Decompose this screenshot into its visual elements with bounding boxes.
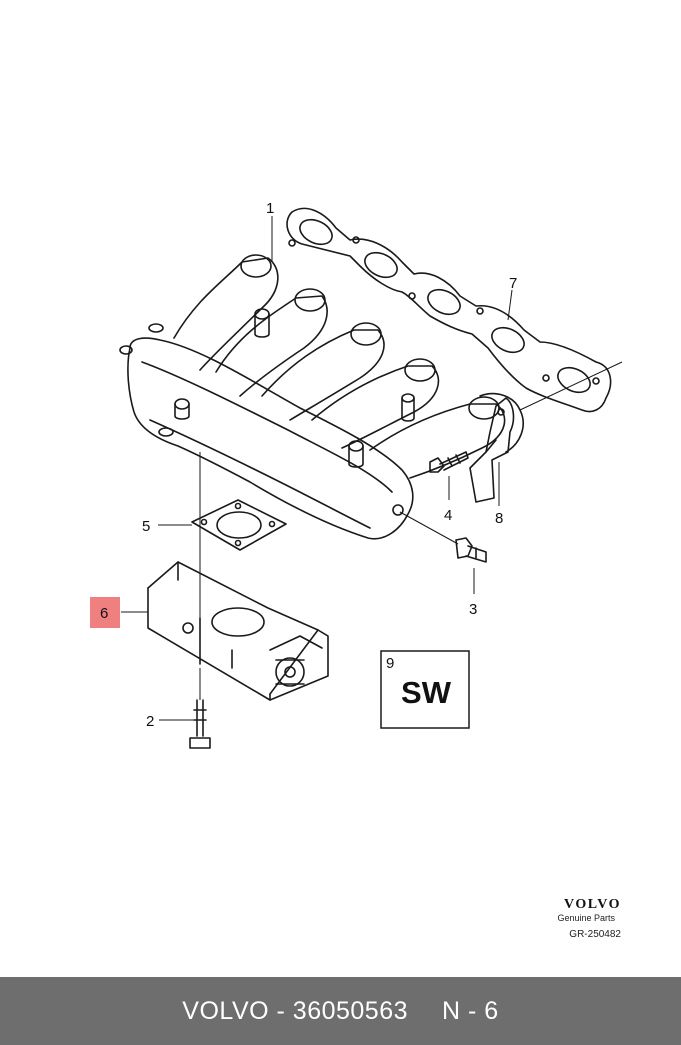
parts-diagram: SW 1 7 4 8 5 3 6 9 2 xyxy=(90,200,623,749)
callout-4: 4 xyxy=(444,507,452,524)
footer-part-info: VOLVO - 36050563 xyxy=(182,996,409,1025)
sw-box xyxy=(380,650,470,729)
brand-logo: VOLVO xyxy=(564,897,621,912)
bracket xyxy=(469,397,515,503)
footer-position: N - 6 xyxy=(442,996,499,1025)
callout-8: 8 xyxy=(495,510,503,527)
throttle-housing xyxy=(147,561,329,701)
manifold-gasket xyxy=(286,207,612,413)
callout-5: 5 xyxy=(142,518,150,535)
bolt-4 xyxy=(429,451,469,473)
highlight-box xyxy=(90,597,120,628)
callout-3: 3 xyxy=(469,601,477,618)
footer-bar: VOLVO - 36050563 N - 6 xyxy=(0,977,681,1045)
bolt-3 xyxy=(455,537,487,563)
sw-box-text: SW xyxy=(401,675,452,710)
drawing-code: GR-250482 xyxy=(569,929,621,940)
intake-manifold xyxy=(119,254,524,540)
callout-6: 6 xyxy=(100,605,108,622)
brand-subtitle: Genuine Parts xyxy=(557,913,615,923)
callout-9: 9 xyxy=(386,655,394,672)
throttle-gasket xyxy=(191,499,287,551)
leader-lines xyxy=(121,216,623,721)
callout-2: 2 xyxy=(146,713,154,730)
callout-7: 7 xyxy=(509,275,517,292)
callout-1: 1 xyxy=(266,200,274,217)
bolt-2 xyxy=(189,699,211,749)
